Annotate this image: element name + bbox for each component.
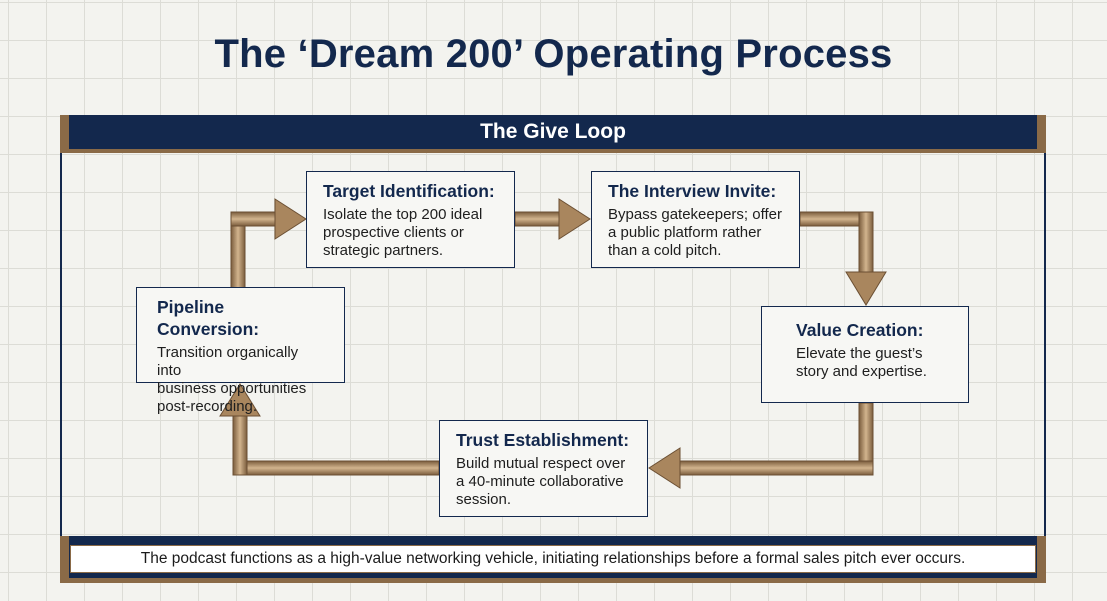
step-pipeline-conversion: Pipeline Conversion: Transition organica… xyxy=(136,287,345,415)
arrow-target-to-invite xyxy=(514,198,591,240)
arrow-value-to-trust xyxy=(648,402,874,489)
loop-title: The Give Loop xyxy=(480,120,626,143)
step-description: Transition organically into business opp… xyxy=(157,344,307,415)
step-title: The Interview Invite: xyxy=(608,181,777,201)
step-title: Trust Establishment: xyxy=(456,430,630,450)
step-target-identification: Target Identification: Isolate the top 2… xyxy=(306,171,515,268)
arrow-invite-to-value xyxy=(799,211,887,306)
step-value-creation: Value Creation: Elevate the guest’s stor… xyxy=(761,306,969,403)
step-interview-invite: The Interview Invite: Bypass gatekeepers… xyxy=(591,171,800,268)
step-title: Value Creation: xyxy=(796,320,924,340)
step-description: Elevate the guest’s story and expertise. xyxy=(796,345,927,380)
footer-caption: The podcast functions as a high-value ne… xyxy=(70,545,1036,573)
page-title: The ‘Dream 200’ Operating Process xyxy=(214,32,893,76)
step-title: Pipeline Conversion: xyxy=(157,297,260,339)
arrow-trust-to-pipeline xyxy=(219,383,440,476)
step-description: Isolate the top 200 ideal prospective cl… xyxy=(323,206,483,259)
step-description: Build mutual respect over a 40-minute co… xyxy=(456,455,626,508)
step-title: Target Identification: xyxy=(323,181,495,201)
arrow-pipeline-to-target xyxy=(230,198,307,289)
loop-header: The Give Loop xyxy=(60,115,1046,153)
step-trust-establishment: Trust Establishment: Build mutual respec… xyxy=(439,420,648,517)
step-description: Bypass gatekeepers; offer a public platf… xyxy=(608,206,782,259)
footer-caption-text: The podcast functions as a high-value ne… xyxy=(140,550,966,567)
